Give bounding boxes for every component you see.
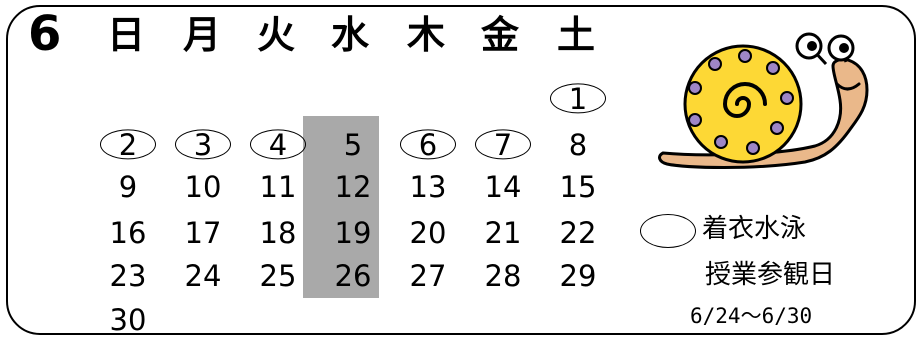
day-circle-marker bbox=[250, 129, 306, 160]
calendar-day: 24 bbox=[184, 259, 222, 293]
weekday-thursday: 木 bbox=[406, 13, 445, 57]
day-circle-marker bbox=[400, 129, 456, 160]
calendar-day-number: 3 bbox=[193, 128, 213, 162]
legend-visit-day-label: 授業参観日 bbox=[705, 260, 836, 290]
calendar-day: 12 bbox=[334, 170, 372, 204]
calendar-day-number: 2 bbox=[118, 128, 138, 162]
calendar-day: 25 bbox=[259, 259, 297, 293]
day-circle-marker bbox=[550, 83, 606, 114]
calendar-day: 28 bbox=[484, 259, 522, 293]
calendar-day: 20 bbox=[409, 216, 447, 250]
calendar-day: 21 bbox=[484, 216, 522, 250]
calendar-day: 26 bbox=[334, 259, 372, 293]
weekday-saturday: 土 bbox=[556, 13, 595, 57]
calendar-day: 8 bbox=[568, 128, 588, 162]
calendar-day: 15 bbox=[559, 170, 597, 204]
calendar-day: 3 bbox=[173, 129, 233, 161]
month-number: 6 bbox=[28, 6, 62, 62]
weekday-wednesday: 水 bbox=[330, 13, 369, 57]
legend-swimming-label: 着衣水泳 bbox=[702, 214, 807, 244]
weekday-tuesday: 火 bbox=[256, 13, 295, 57]
legend-circle-marker bbox=[640, 214, 696, 248]
calendar-day: 29 bbox=[559, 259, 597, 293]
calendar-day: 23 bbox=[109, 259, 147, 293]
day-circle-marker bbox=[175, 129, 231, 160]
calendar-day: 4 bbox=[248, 129, 308, 161]
weekday-sunday: 日 bbox=[106, 13, 145, 57]
wednesday-highlight-column bbox=[303, 116, 379, 298]
calendar-day: 16 bbox=[109, 216, 147, 250]
calendar-day: 7 bbox=[473, 129, 533, 161]
calendar-day: 5 bbox=[343, 128, 363, 162]
calendar-day: 11 bbox=[259, 170, 297, 204]
snail-icon bbox=[658, 32, 869, 169]
calendar-day-number: 6 bbox=[418, 128, 438, 162]
calendar-day: 17 bbox=[184, 216, 222, 250]
calendar-day-number: 7 bbox=[493, 128, 513, 162]
weekday-monday: 月 bbox=[182, 13, 221, 57]
calendar-day-number: 1 bbox=[568, 82, 588, 116]
calendar-day: 13 bbox=[409, 170, 447, 204]
calendar-day: 10 bbox=[184, 170, 222, 204]
calendar-day: 6 bbox=[398, 129, 458, 161]
calendar-day: 22 bbox=[559, 216, 597, 250]
calendar-frame bbox=[6, 5, 916, 335]
calendar-day: 18 bbox=[259, 216, 297, 250]
calendar-day: 19 bbox=[334, 216, 372, 250]
calendar-day: 9 bbox=[118, 170, 138, 204]
calendar-day: 14 bbox=[484, 170, 522, 204]
day-circle-marker bbox=[475, 129, 531, 160]
calendar-day: 30 bbox=[109, 303, 147, 337]
calendar-day: 2 bbox=[98, 129, 158, 161]
calendar-day: 1 bbox=[548, 83, 608, 115]
day-circle-marker bbox=[100, 129, 156, 160]
weekday-friday: 金 bbox=[480, 13, 519, 57]
calendar-day: 27 bbox=[409, 259, 447, 293]
legend-visit-range: 6/24〜6/30 bbox=[690, 304, 813, 328]
calendar-day-number: 4 bbox=[268, 128, 288, 162]
